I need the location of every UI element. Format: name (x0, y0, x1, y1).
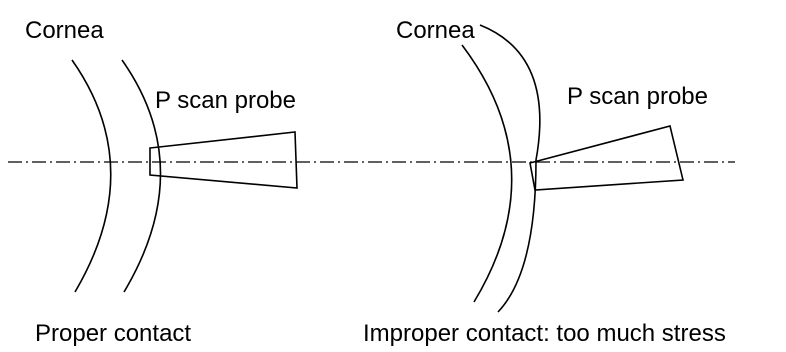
left-caption: Proper contact (35, 320, 191, 347)
right-probe-label: P scan probe (567, 83, 708, 110)
right-cornea-inner-arc (461, 44, 513, 303)
panel-improper-contact: Cornea P scan probe Improper contact: to… (363, 17, 726, 347)
right-caption: Improper contact: too much stress (363, 320, 726, 347)
panel-proper-contact: Cornea P scan probe Proper contact (25, 17, 298, 347)
left-cornea-outer-arc (121, 59, 162, 293)
left-cornea-inner-arc (71, 59, 112, 293)
left-probe (149, 131, 298, 189)
right-cornea-outer-arc (479, 24, 541, 313)
left-cornea-label: Cornea (25, 17, 104, 44)
left-probe-label: P scan probe (155, 87, 296, 114)
right-cornea-label: Cornea (396, 17, 475, 44)
right-probe (529, 125, 684, 191)
